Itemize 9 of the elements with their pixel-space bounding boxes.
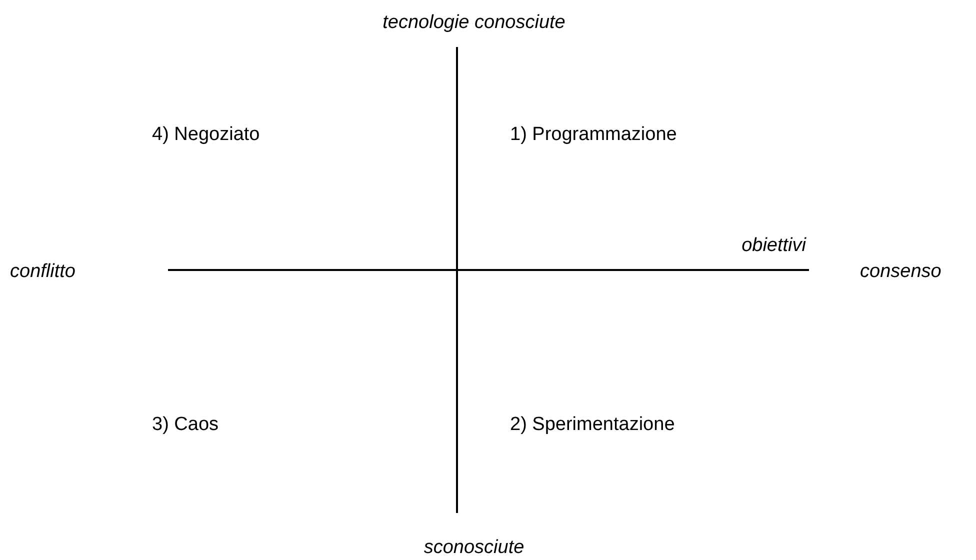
quadrant-label: 2) Sperimentazione <box>510 414 675 436</box>
axis-label: tecnologie conosciute <box>382 12 566 34</box>
axis-label: obiettivi <box>742 235 806 257</box>
quadrant-label: 4) Negoziato <box>152 124 260 146</box>
quadrant-label: 1) Programmazione <box>510 124 677 146</box>
axis-label: sconosciute <box>424 537 524 559</box>
axis-label: conflitto <box>10 261 76 283</box>
quadrant-label: 3) Caos <box>152 414 219 436</box>
axis-label: consenso <box>860 261 942 283</box>
